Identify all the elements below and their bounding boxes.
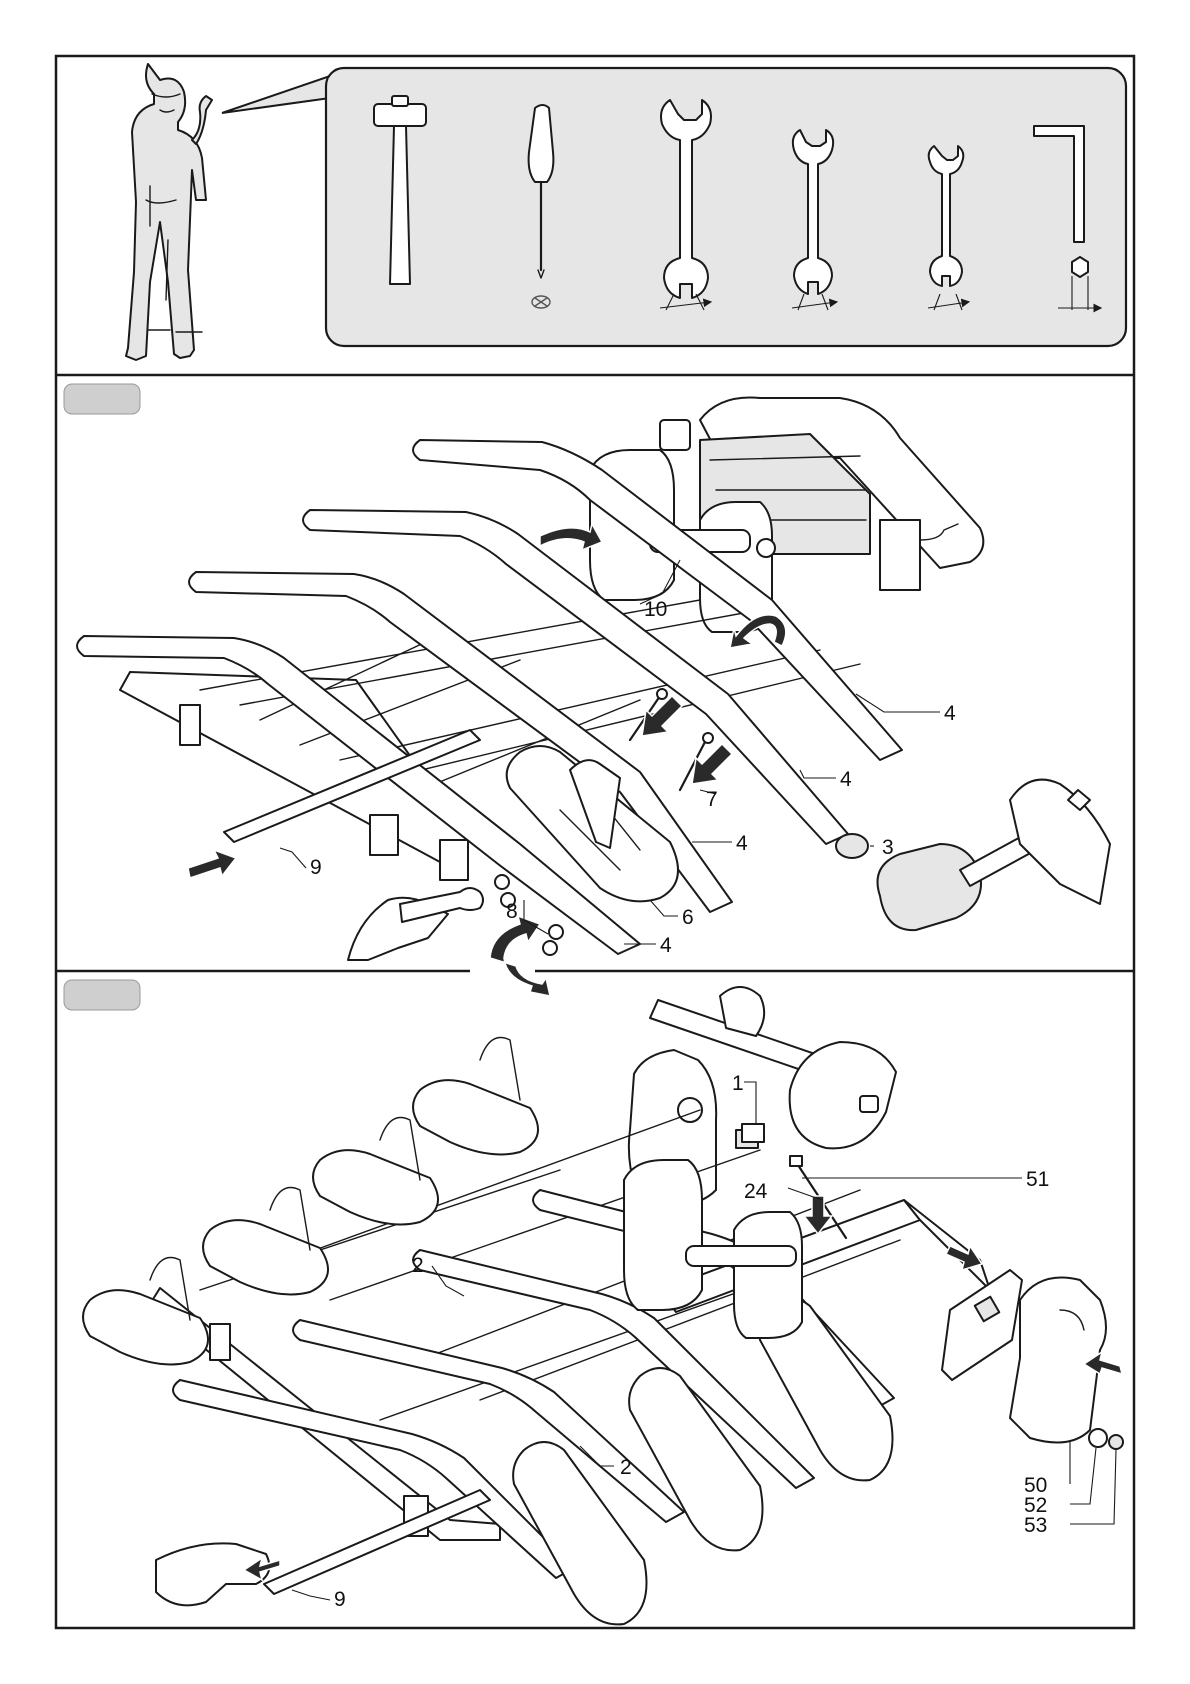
step2-tab	[64, 980, 140, 1010]
callout-6: 6	[682, 906, 694, 929]
callout-53: 53	[1024, 1514, 1047, 1537]
speech-pointer	[222, 76, 330, 113]
insert-arrow-9	[188, 850, 236, 878]
mounting-plate	[942, 1270, 1022, 1380]
end-cap	[836, 834, 868, 858]
mallet-hand	[878, 780, 1111, 931]
callout-9: 9	[310, 856, 322, 879]
callout-2a: 2	[412, 1254, 424, 1277]
nut-53	[1109, 1435, 1123, 1449]
callout-4b: 4	[840, 768, 852, 791]
insert-arrow-top	[540, 524, 602, 550]
step1-section: 10 4 4 7 3 4 9 8 6 4	[64, 384, 1110, 996]
callout-7: 7	[706, 788, 718, 811]
callout-3: 3	[882, 836, 894, 859]
bolt-arrow-2	[692, 744, 732, 784]
pad-part-1	[736, 1124, 764, 1148]
callout-2b: 2	[620, 1456, 632, 1479]
step2-section: 1 51 24 2 2 50 52 53 9	[64, 980, 1123, 1624]
callout-4c: 4	[736, 832, 748, 855]
callout-4d: 4	[660, 934, 672, 957]
tools-section	[126, 64, 1126, 360]
bolt-arrow-1	[642, 696, 682, 736]
callout-8: 8	[506, 900, 518, 923]
callout-51: 51	[1026, 1168, 1049, 1191]
flip-arrow	[490, 916, 550, 996]
wheel-holders-right	[513, 1298, 892, 1624]
washer-52	[1089, 1429, 1107, 1447]
wheel-holders-left	[83, 1038, 538, 1365]
strap-tool-step2	[264, 1490, 490, 1594]
person-figure	[126, 64, 212, 360]
callout-4a: 4	[944, 702, 956, 725]
callout-24: 24	[744, 1180, 768, 1203]
tools-panel	[326, 68, 1126, 346]
step1-tab	[64, 384, 140, 414]
wrench-hand	[348, 888, 483, 960]
callout-1: 1	[732, 1072, 744, 1095]
callout-10: 10	[644, 598, 667, 621]
callout-9b: 9	[334, 1588, 346, 1611]
